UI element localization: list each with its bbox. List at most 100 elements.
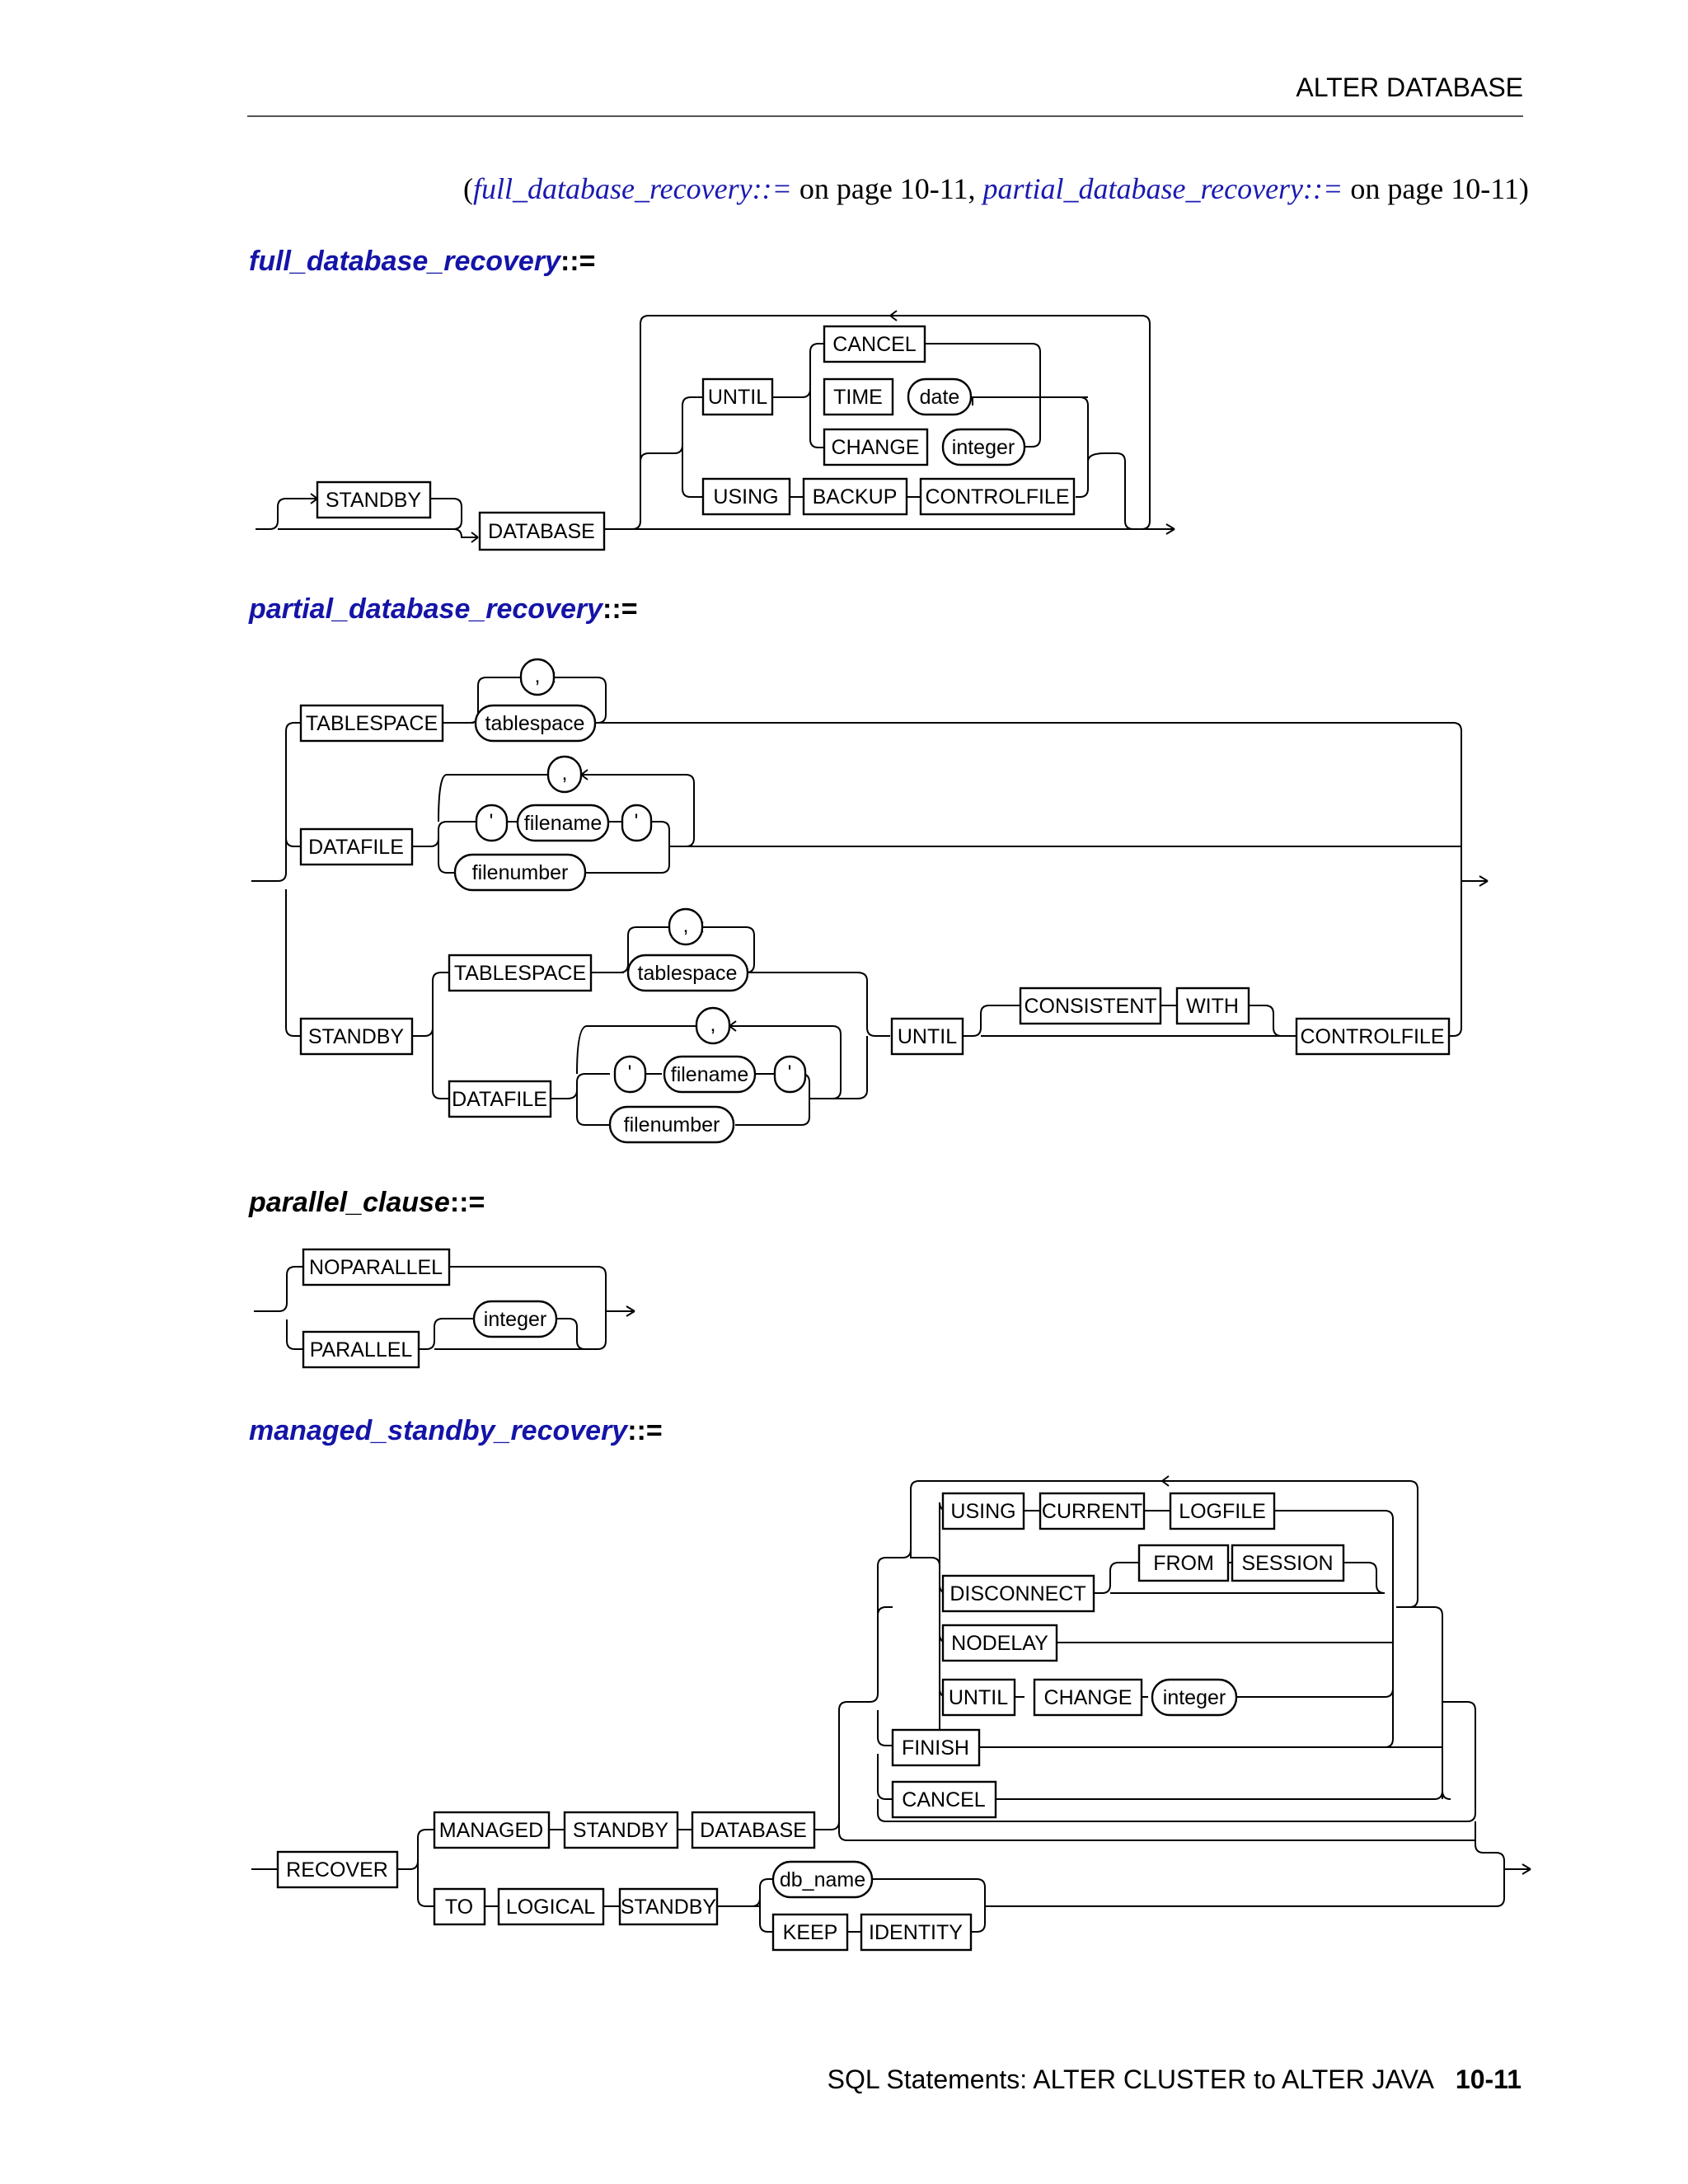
svg-text:date: date (920, 386, 960, 409)
svg-text:STANDBY: STANDBY (621, 1896, 717, 1919)
quote-open: ' (475, 804, 509, 842)
svg-text:filenumber: filenumber (472, 861, 569, 884)
xref-link-full-database-recovery[interactable]: full_database_recovery::= (473, 172, 792, 205)
svg-text:UNTIL: UNTIL (708, 386, 767, 409)
svg-text:TABLESPACE: TABLESPACE (454, 962, 586, 985)
svg-text:': ' (635, 810, 639, 833)
svg-text:RECOVER: RECOVER (286, 1858, 388, 1882)
quote-close: ' (621, 804, 653, 842)
svg-text:STANDBY: STANDBY (573, 1819, 669, 1842)
keyword-tablespace: TABLESPACE (299, 704, 444, 743)
keyword-parallel: PARALLEL (302, 1330, 420, 1369)
comma-separator: , (519, 658, 556, 696)
keyword-current: CURRENT (1039, 1492, 1146, 1530)
variable-date: date (907, 377, 973, 416)
svg-text:USING: USING (950, 1500, 1015, 1523)
svg-text:TO: TO (445, 1896, 473, 1919)
keyword-until: UNTIL (890, 1017, 964, 1056)
svg-text:SESSION: SESSION (1241, 1552, 1333, 1575)
diagram-full-database-recovery: STANDBY DATABASE UNTIL CANCEL TIME date … (256, 310, 1175, 551)
page-footer: SQL Statements: ALTER CLUSTER to ALTER J… (828, 2064, 1522, 2095)
xref-open-paren: ( (463, 172, 473, 205)
svg-text:CURRENT: CURRENT (1042, 1500, 1142, 1523)
diagram-partial-database-recovery: TABLESPACE , tablespace DATAFILE , ' fil… (251, 658, 1489, 1144)
svg-text:': ' (788, 1062, 792, 1085)
svg-text:tablespace: tablespace (485, 712, 585, 735)
svg-text:db_name: db_name (780, 1868, 865, 1891)
comma-separator: , (546, 755, 583, 794)
arrowheads (1161, 1475, 1531, 1875)
svg-text:CONSISTENT: CONSISTENT (1024, 995, 1156, 1018)
keyword-until: UNTIL (701, 377, 774, 416)
svg-text:CHANGE: CHANGE (1044, 1686, 1132, 1709)
svg-text:CANCEL: CANCEL (832, 333, 917, 356)
variable-integer: integer (1151, 1678, 1238, 1717)
variable-filenumber: filenumber (608, 1105, 735, 1144)
svg-text:UNTIL: UNTIL (949, 1686, 1008, 1709)
keyword-disconnect: DISCONNECT (941, 1574, 1095, 1613)
svg-text:,: , (562, 762, 568, 785)
keyword-datafile: DATAFILE (448, 1080, 552, 1118)
quote-close: ' (773, 1055, 807, 1094)
svg-text:TIME: TIME (833, 386, 883, 409)
svg-text:IDENTITY: IDENTITY (869, 1921, 963, 1944)
svg-text:integer: integer (1163, 1686, 1226, 1709)
svg-text:WITH: WITH (1186, 995, 1239, 1018)
section-operator: ::= (449, 1187, 485, 1218)
keyword-cancel: CANCEL (823, 325, 926, 363)
svg-text:,: , (710, 1013, 716, 1036)
svg-text:FINISH: FINISH (902, 1736, 969, 1760)
diagram-parallel-clause: NOPARALLEL PARALLEL integer (254, 1248, 635, 1369)
arrowheads (626, 1305, 635, 1317)
svg-text:MANAGED: MANAGED (439, 1819, 543, 1842)
svg-text:LOGFILE: LOGFILE (1179, 1500, 1266, 1523)
comma-separator: , (695, 1006, 731, 1045)
keyword-keep: KEEP (771, 1913, 849, 1952)
svg-text:TABLESPACE: TABLESPACE (306, 712, 438, 735)
keyword-logfile: LOGFILE (1169, 1492, 1276, 1530)
svg-text:FROM: FROM (1153, 1552, 1214, 1575)
svg-text:PARALLEL: PARALLEL (310, 1338, 413, 1361)
keyword-logical: LOGICAL (497, 1887, 605, 1926)
variable-tablespace: tablespace (474, 704, 597, 743)
keyword-nodelay: NODELAY (941, 1624, 1058, 1662)
svg-text:STANDBY: STANDBY (308, 1025, 405, 1048)
keyword-database: DATABASE (478, 511, 606, 551)
footer-title: SQL Statements: ALTER CLUSTER to ALTER J… (827, 2064, 1434, 2094)
section-title-full-database-recovery[interactable]: full_database_recovery::= (249, 246, 595, 278)
svg-text:filename: filename (671, 1063, 749, 1086)
variable-integer: integer (941, 428, 1026, 466)
keyword-consistent: CONSISTENT (1019, 987, 1162, 1025)
variable-filenumber: filenumber (453, 853, 587, 892)
svg-text:USING: USING (713, 485, 778, 509)
header-rule (247, 115, 1523, 117)
svg-text:CHANGE: CHANGE (832, 436, 920, 459)
svg-text:DATAFILE: DATAFILE (452, 1088, 547, 1111)
section-name: parallel_clause (249, 1187, 450, 1218)
keyword-standby: STANDBY (563, 1811, 679, 1849)
section-name: full_database_recovery (249, 246, 560, 277)
section-title-parallel-clause[interactable]: parallel_clause::= (249, 1187, 485, 1219)
keyword-using: USING (701, 477, 791, 516)
svg-text:UNTIL: UNTIL (898, 1025, 957, 1048)
keyword-identity: IDENTITY (860, 1913, 973, 1952)
arrowheads (310, 310, 1175, 543)
section-title-partial-database-recovery[interactable]: partial_database_recovery::= (249, 593, 638, 626)
variable-integer: integer (472, 1300, 558, 1338)
svg-text:,: , (683, 914, 689, 937)
keyword-with: WITH (1175, 987, 1250, 1025)
svg-text:DATAFILE: DATAFILE (308, 836, 404, 859)
keyword-database: DATABASE (691, 1811, 816, 1849)
variable-filename: filename (663, 1055, 757, 1094)
keyword-change: CHANGE (1033, 1678, 1143, 1717)
section-title-managed-standby-recovery[interactable]: managed_standby_recovery::= (249, 1415, 663, 1447)
diagram-managed-standby-recovery: RECOVER MANAGED STANDBY DATABASE USING C… (251, 1475, 1531, 1952)
svg-text:NOPARALLEL: NOPARALLEL (309, 1256, 443, 1279)
variable-tablespace: tablespace (626, 954, 749, 992)
svg-text:filenumber: filenumber (624, 1113, 720, 1137)
section-name: partial_database_recovery (249, 593, 603, 625)
keyword-datafile: DATAFILE (299, 827, 414, 866)
svg-text:NODELAY: NODELAY (951, 1632, 1048, 1655)
svg-text:CANCEL: CANCEL (902, 1788, 986, 1811)
xref-link-partial-database-recovery[interactable]: partial_database_recovery::= (982, 172, 1343, 205)
